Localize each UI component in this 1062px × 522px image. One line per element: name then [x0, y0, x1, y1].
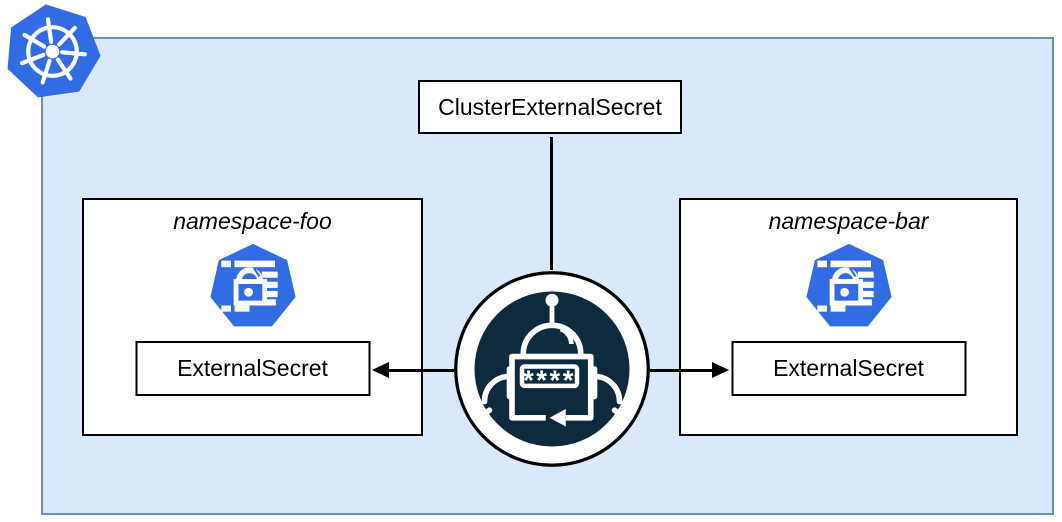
connector-operator-to-foo: [388, 369, 454, 372]
external-secret-lock-icon: [209, 243, 296, 327]
namespace-bar-box: namespace-bar ExternalSecret: [679, 198, 1018, 436]
external-secret-label: ExternalSecret: [773, 355, 924, 381]
namespace-foo-box: namespace-foo ExternalSecret: [82, 198, 423, 436]
external-secret-node-foo: ExternalSecret: [135, 341, 370, 396]
password-asterisks-label: ****: [523, 365, 576, 396]
external-secrets-operator-icon: ****: [454, 271, 650, 467]
kubernetes-logo-icon: [7, 4, 101, 98]
connector-operator-to-bar: [650, 369, 714, 372]
cluster-external-secret-node: ClusterExternalSecret: [418, 80, 682, 134]
arrowhead-left-icon: [372, 362, 389, 378]
arrowhead-right-icon: [712, 362, 729, 378]
namespace-foo-title: namespace-foo: [173, 208, 332, 234]
external-secret-label: ExternalSecret: [177, 355, 328, 381]
cluster-external-secret-label: ClusterExternalSecret: [438, 93, 662, 120]
external-secret-node-bar: ExternalSecret: [731, 341, 966, 396]
external-secret-lock-icon: [805, 243, 892, 327]
namespace-bar-title: namespace-bar: [768, 208, 929, 234]
connector-clustersecret-to-operator: [550, 137, 553, 270]
